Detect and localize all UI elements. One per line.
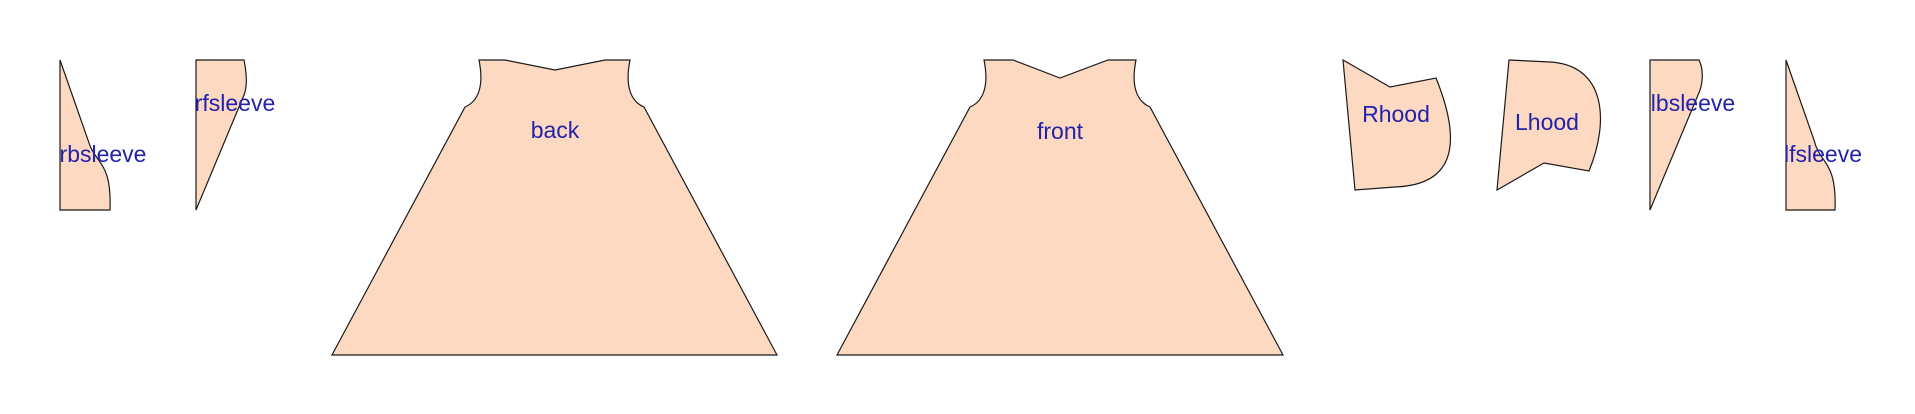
lbsleeve-label: lbsleeve bbox=[1651, 90, 1735, 116]
pattern-piece-lfsleeve[interactable]: lfsleeve bbox=[1784, 59, 1862, 211]
pattern-piece-lbsleeve[interactable]: lbsleeve bbox=[1649, 59, 1735, 211]
lfsleeve-outline bbox=[1785, 59, 1836, 211]
rfsleeve-label: rfsleeve bbox=[195, 90, 276, 116]
front-outline bbox=[835, 59, 1285, 356]
front-label: front bbox=[1037, 118, 1084, 144]
Lhood-label: Lhood bbox=[1515, 109, 1579, 135]
rbsleeve-label: rbsleeve bbox=[60, 141, 147, 167]
pattern-piece-back[interactable]: back bbox=[330, 59, 779, 356]
pattern-piece-Lhood[interactable]: Lhood bbox=[1496, 59, 1601, 192]
lbsleeve-outline bbox=[1649, 59, 1703, 211]
Rhood-outline bbox=[1342, 58, 1452, 191]
rbsleeve-outline bbox=[59, 59, 111, 211]
pattern-piece-front[interactable]: front bbox=[835, 59, 1285, 356]
rfsleeve-outline bbox=[195, 59, 247, 211]
back-outline bbox=[330, 59, 779, 356]
lfsleeve-label: lfsleeve bbox=[1784, 141, 1862, 167]
pattern-piece-Rhood[interactable]: Rhood bbox=[1342, 58, 1452, 191]
pattern-piece-rbsleeve[interactable]: rbsleeve bbox=[59, 59, 147, 211]
back-label: back bbox=[531, 117, 580, 143]
Lhood-outline bbox=[1496, 59, 1601, 192]
pattern-piece-rfsleeve[interactable]: rfsleeve bbox=[195, 59, 276, 211]
Rhood-label: Rhood bbox=[1362, 101, 1430, 127]
